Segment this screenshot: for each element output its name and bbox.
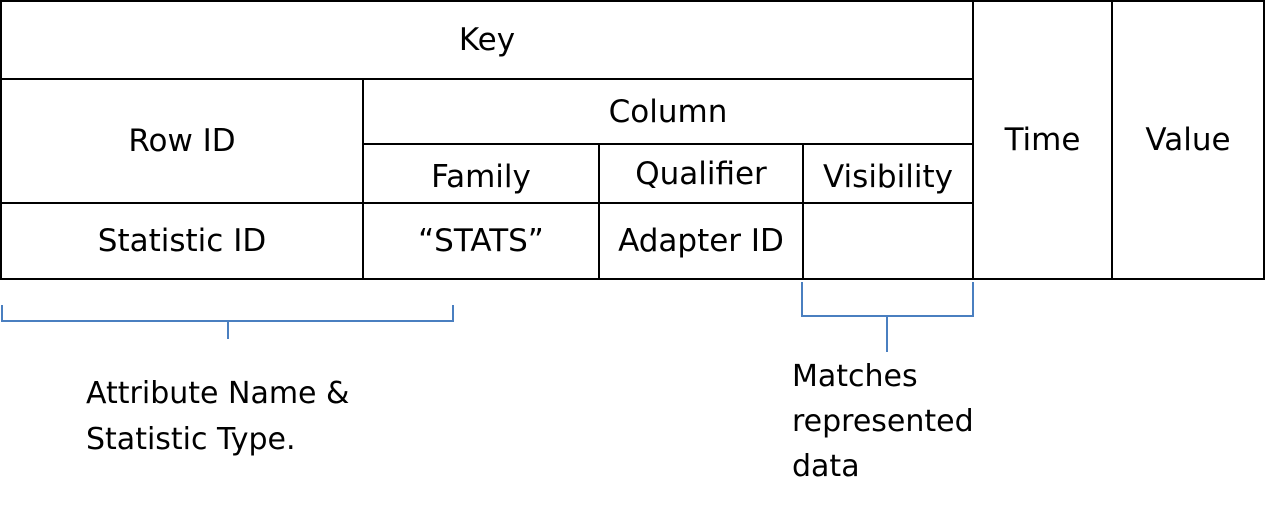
visibility-header: Visibility (802, 143, 974, 204)
family-header: Family (362, 143, 600, 204)
left-annotation-line-2: Statistic Type. (86, 422, 296, 457)
left-annotation: Attribute Name & Statistic Type. (86, 377, 349, 457)
time-header: Time (972, 0, 1113, 280)
right-annotation: Matches represented data (792, 354, 974, 489)
right-annotation-line-3: data (792, 449, 860, 484)
column-header: Column (362, 78, 974, 145)
value-header: Value (1111, 0, 1265, 280)
right-bracket (801, 282, 974, 352)
qualifier-header: Qualifier (598, 143, 804, 204)
row-id-value: Statistic ID (0, 202, 364, 280)
right-annotation-line-2: represented (792, 404, 974, 439)
family-value: “STATS” (362, 202, 600, 280)
key-header: Key (0, 0, 974, 80)
left-bracket (1, 305, 454, 339)
right-annotation-line-1: Matches (792, 359, 918, 394)
left-annotation-line-1: Attribute Name & (86, 376, 350, 411)
visibility-value (802, 202, 974, 280)
